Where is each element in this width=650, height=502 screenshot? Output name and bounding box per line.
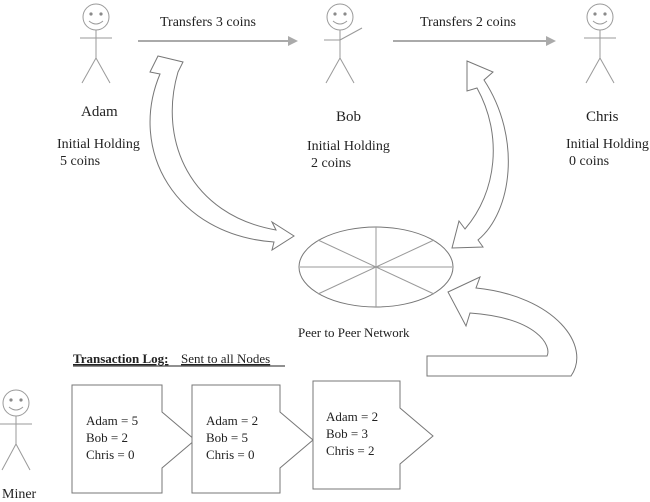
block-2-line-1: Adam = 2	[206, 413, 258, 428]
miner-figure	[0, 389, 32, 471]
holding-label-bob: Initial Holding	[307, 139, 390, 154]
adam-to-network-arrow	[149, 55, 295, 252]
bob-figure	[324, 3, 363, 84]
bob-to-network-arrow	[451, 60, 509, 249]
block-1-line-3: Chris = 0	[86, 447, 135, 462]
block-1-line-1: Adam = 5	[86, 413, 138, 428]
person-name-adam: Adam	[81, 104, 118, 120]
log-subtitle: Sent to all Nodes	[181, 351, 270, 366]
peer-network-node	[298, 226, 454, 308]
block-3-line-2: Bob = 3	[326, 426, 368, 441]
transfer-label-2: Transfers 2 coins	[420, 15, 516, 30]
network-label: Peer to Peer Network	[298, 325, 410, 340]
transfer-arrow-2	[393, 36, 556, 46]
holding-value-adam: 5 coins	[60, 154, 100, 169]
person-name-bob: Bob	[336, 109, 361, 125]
block-2-line-2: Bob = 5	[206, 430, 248, 445]
block-2-line-3: Chris = 0	[206, 447, 255, 462]
block-3-line-1: Adam = 2	[326, 409, 378, 424]
holding-label-chris: Initial Holding	[566, 137, 649, 152]
holding-label-adam: Initial Holding	[57, 137, 140, 152]
transfer-label-1: Transfers 3 coins	[160, 15, 256, 30]
miner-label: Miner	[2, 487, 37, 502]
holding-value-bob: 2 coins	[311, 156, 351, 171]
transfer-arrow-1	[138, 36, 298, 46]
block-3-shape	[312, 380, 434, 490]
chris-figure	[584, 3, 616, 84]
log-title: Transaction Log:	[73, 351, 168, 366]
log-to-network-arrow	[426, 276, 578, 377]
block-1-line-2: Bob = 2	[86, 430, 128, 445]
block-2-shape	[191, 384, 314, 494]
person-name-chris: Chris	[586, 109, 619, 125]
adam-figure	[80, 3, 112, 84]
block-3-line-3: Chris = 2	[326, 443, 375, 458]
holding-value-chris: 0 coins	[569, 154, 609, 169]
block-1-shape	[71, 384, 196, 494]
